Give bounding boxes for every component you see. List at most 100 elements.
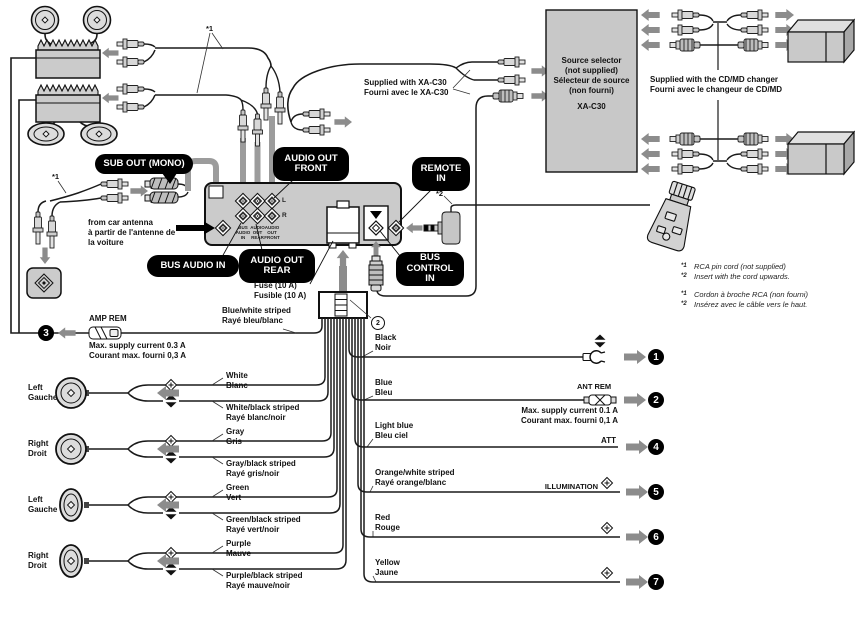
amplifier1-body — [35, 49, 101, 79]
antenna-arrow-icon — [176, 221, 215, 235]
plug-direction-arrow-icon — [334, 116, 352, 128]
mini-plug — [423, 211, 461, 245]
ant-rem-label: ANT REM — [577, 382, 612, 391]
harness-connector — [318, 250, 372, 319]
source-selector-box — [545, 9, 638, 173]
plugged-cable-bar — [269, 116, 275, 194]
channel-l-label: L — [282, 197, 286, 204]
tweeter-right-icon — [82, 5, 112, 35]
wire-number-7: 7 — [648, 574, 664, 590]
wire-number-3: 3 — [38, 325, 54, 341]
callout-bus-control-in: BUS CONTROL IN — [396, 252, 464, 286]
power-lead-terminals — [582, 334, 648, 589]
att-label: ATT — [601, 436, 616, 445]
harness-wires-left — [86, 318, 347, 570]
plug-direction-arrow-icon — [406, 222, 423, 234]
callout-audio-out-rear: AUDIO OUT REAR — [239, 249, 315, 283]
connector-ref-2: 2 — [371, 316, 385, 330]
star1-left: *1 — [52, 172, 60, 181]
fuse-holder — [326, 206, 360, 244]
star1-left-pointer — [57, 180, 67, 194]
illumination-label: ILLUMINATION — [544, 482, 598, 491]
head-unit-rear-panel — [162, 173, 433, 285]
callout-leader-lines — [221, 179, 433, 285]
amp-rem-lead — [58, 326, 122, 340]
harness-wires-right — [348, 318, 620, 583]
rear-amplifier-system — [27, 83, 156, 146]
cd-md-changer-cables — [641, 9, 855, 175]
bus-control-in-jack — [363, 205, 389, 241]
plug-direction-arrow-icon — [336, 250, 350, 270]
sub-out-section — [26, 158, 219, 299]
front-left-speaker-icon — [55, 377, 87, 409]
callout-remote-in: REMOTE IN — [412, 157, 470, 191]
amp-rem-label: AMP REM — [89, 314, 127, 323]
cd-md-changer-1 — [787, 19, 855, 63]
star1-top: *1 — [206, 24, 214, 33]
star1-pointer-lines — [196, 32, 224, 94]
front-right-speaker-icon — [55, 433, 87, 465]
rear-left-speaker-icon — [59, 488, 83, 522]
callout-sub-out: SUB OUT (MONO) — [95, 154, 193, 174]
front-amplifier-system — [30, 5, 156, 79]
remote-in-cord — [406, 180, 696, 252]
sub-out-striped-connectors — [144, 177, 179, 204]
plugged-cable-bar — [254, 142, 261, 194]
sub-out-callout-pointer — [162, 173, 177, 184]
amplifier1-heatsink — [37, 38, 99, 53]
oval-speaker-right-icon — [80, 122, 118, 146]
fuse-label: Fuse (10 A)Fusible (10 A) — [254, 281, 307, 300]
amplifier2-heatsink — [37, 83, 99, 98]
source-selector-model: XA-C30 — [577, 102, 606, 111]
speaker-leader-lines — [211, 328, 377, 583]
plug-direction-arrow-icon — [102, 92, 119, 104]
ground-lug-icon — [582, 350, 606, 364]
ant-rem-connector — [583, 394, 617, 406]
plug-direction-arrow-icon — [39, 247, 51, 264]
source-selector-label: Source selector(not supplied) Sélecteur … — [548, 56, 635, 112]
cd-md-changer-2 — [787, 131, 855, 175]
speaker-connector-symbols — [157, 379, 179, 576]
bus-control-cord — [368, 95, 493, 297]
xa-c30-section — [287, 9, 638, 173]
rear-right-speaker-icon — [59, 544, 83, 578]
amp-rem-connector — [88, 326, 122, 340]
wire-number-2: 2 — [648, 392, 664, 408]
amplifier2-body — [35, 94, 101, 123]
wire-number-6: 6 — [648, 529, 664, 545]
